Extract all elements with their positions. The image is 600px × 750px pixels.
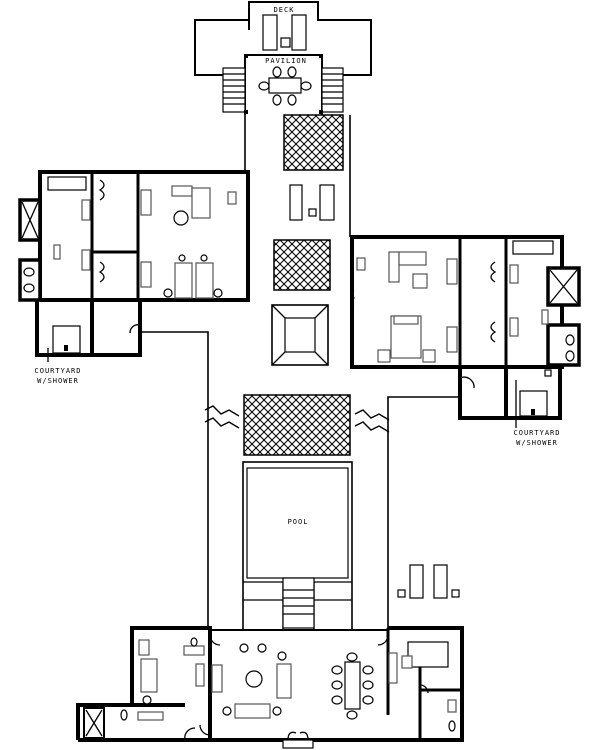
pool-steps [282,577,315,629]
garden-walls [140,331,458,630]
kitchen-counter [407,641,449,668]
hatched-planter [283,114,344,171]
deck: DECK [194,1,372,76]
deck-lounger [291,14,307,51]
pavilion-label: PAVILION [265,57,307,65]
deck-lounger [262,14,278,51]
lounger [319,184,335,221]
hatched-planter [273,239,331,291]
right-bedroom-wing: COURTYARD W/SHOWER [350,235,581,447]
stairs-right [321,67,344,113]
sofa [140,658,158,693]
bed [174,262,193,299]
outdoor-shower [52,325,81,354]
central-walkway [244,114,351,366]
sofa [276,663,292,699]
lounger [289,184,303,221]
chairs [258,66,312,106]
stairs-left [222,67,246,113]
pavilion: PAVILION [222,54,344,115]
front-entrance [282,731,314,749]
bed [195,262,214,299]
sofa [191,187,211,219]
courtyard-left-label-1: COURTYARD [35,367,82,375]
hatched-terrace [243,394,351,456]
courtyard-right-label-2: W/SHOWER [516,439,558,447]
sofa [388,251,400,283]
pool [246,467,349,579]
deck-label: DECK [274,6,295,14]
main-house [76,626,464,749]
side-table [280,37,291,48]
dining-table [268,77,302,94]
pool-area: POOL [242,394,460,631]
pyramid-roof-feature [271,304,329,366]
lounger [433,564,448,599]
dining-table [344,661,361,710]
bathtub [47,176,87,191]
bathtub [512,240,554,255]
courtyard-right-label-1: COURTYARD [514,429,561,437]
dining-chairs [331,652,374,720]
lounger [409,564,424,599]
courtyard-left-label-2: W/SHOWER [37,377,79,385]
left-bedroom-wing: COURTYARD W/SHOWER [18,170,250,385]
pool-label: POOL [288,518,309,526]
sofa [234,703,271,719]
